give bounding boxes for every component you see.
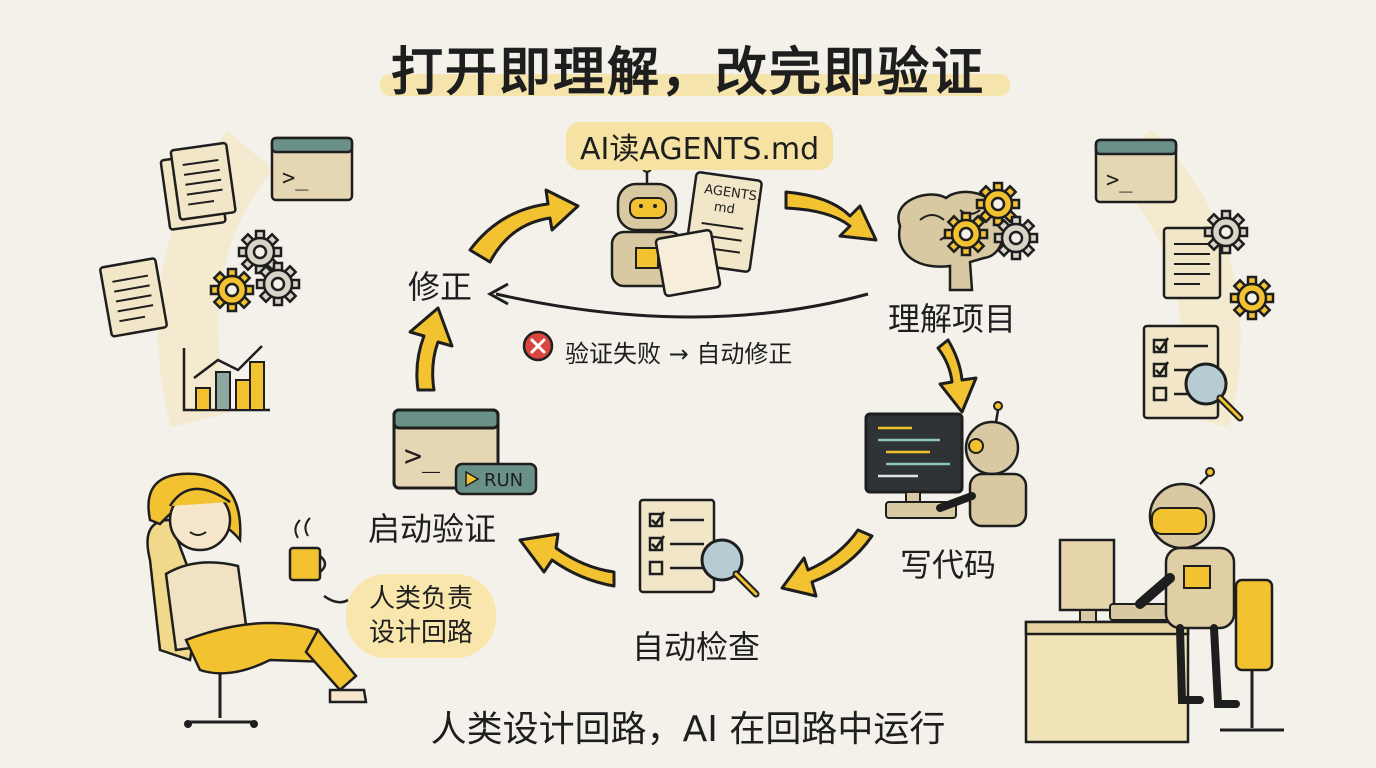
title-highlight [380,74,1010,96]
gear-icon [1203,209,1249,255]
agents-md-document: AGENTS. md [654,171,763,298]
robot-at-desk-figure [1024,467,1284,744]
arrowhead-icon [486,282,509,306]
run-button[interactable]: RUN [454,462,538,496]
return-arrow-icon [495,292,869,319]
arrow-icon [784,190,878,242]
human-speech-bubble: 人类负责 设计回路 [346,574,496,658]
human-bubble-line2: 设计回路 [368,618,473,648]
human-designer-figure [146,472,368,728]
terminal-icon: >_ [1094,138,1178,204]
run-button-label: RUN [484,470,523,491]
doc-label: md [713,200,736,218]
gear-icon [255,261,301,307]
terminal-prompt: >_ [404,439,441,474]
gear-icon [943,211,989,257]
step-ai-reads-agents: AI读AGENTS.md [566,122,834,170]
human-bubble-line1: 人类负责 [368,584,473,614]
arrow-icon [408,306,454,392]
step-start-verify: 启动验证 [368,510,497,548]
arrow-icon [936,338,978,414]
document-icon [98,256,169,338]
gear-icon [209,267,255,313]
speech-tail [323,594,349,604]
code-monitor-icon [864,412,964,519]
checklist-icon [638,498,716,594]
svg-text:>_: >_ [282,166,309,191]
page-title: 打开即理解，改完即验证 [390,43,985,103]
arrow-icon [518,532,616,588]
step-understand-project: 理解项目 [888,300,1017,338]
terminal-icon: >_ [270,136,354,202]
bar-chart-icon [182,345,270,412]
error-x-icon [522,330,554,362]
arrow-icon [468,188,580,264]
step-auto-check: 自动检查 [632,628,761,666]
bottom-caption: 人类设计回路，AI 在回路中运行 [430,709,946,750]
gear-icon [1229,275,1275,321]
fail-note: 验证失败 → 自动修正 [565,340,793,368]
robot-coding-icon [936,401,1028,528]
document-icon [1162,226,1222,300]
step-fix: 修正 [408,268,473,306]
document-icon [169,141,238,222]
svg-text:>_: >_ [1106,168,1133,193]
gear-icon [993,215,1039,261]
arrow-icon [780,528,874,598]
step-write-code: 写代码 [900,546,997,584]
